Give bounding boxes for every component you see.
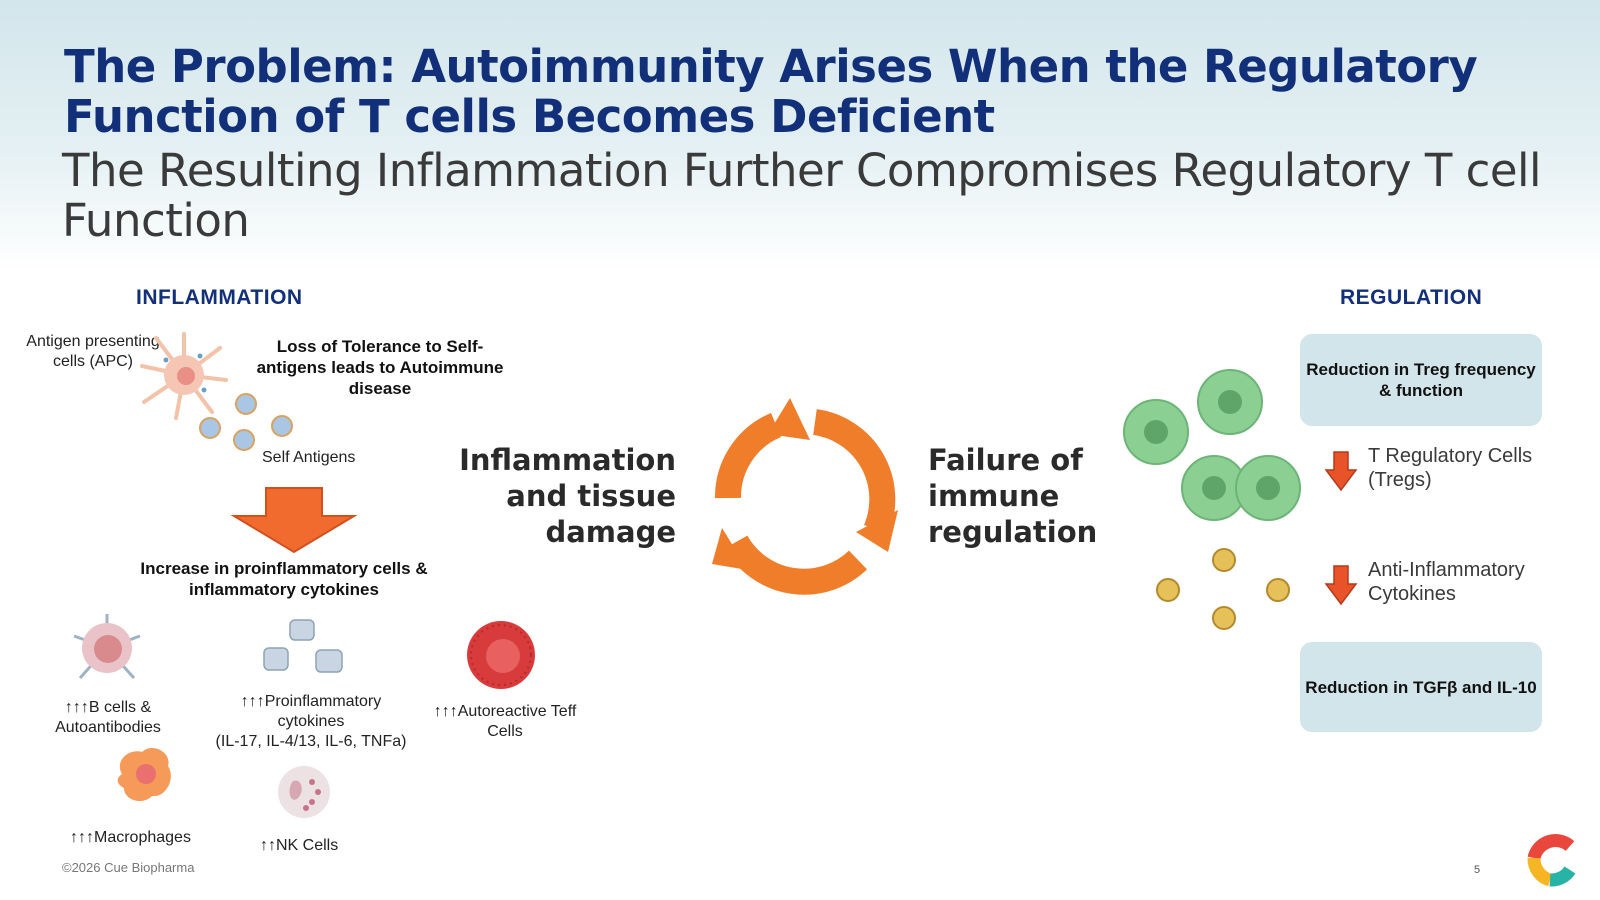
nk-cells-label: ↑↑NK Cells — [260, 837, 339, 854]
b-cell-icon — [73, 614, 141, 680]
cytokines-list: (IL-17, IL-4/13, IL-6, TNFa) — [215, 733, 407, 750]
self-antigen-icon — [199, 393, 293, 451]
teff-cell-icon — [467, 621, 535, 689]
cytokines-label: ↑↑↑Proinflammatory cytokines — [240, 693, 382, 730]
b-cells-label: ↑↑↑B cells & Autoantibodies — [55, 699, 161, 736]
self-antigens-label: Self Antigens — [262, 449, 356, 466]
increase-text: Increase in proinflammatory cells & infl… — [140, 559, 428, 599]
teff-label: ↑↑↑Autoreactive Teff Cells — [433, 703, 577, 740]
footer-copyright: ©2026 Cue Biopharma — [62, 860, 195, 875]
page-number: 5 — [1474, 864, 1481, 876]
header-background — [0, 0, 1600, 270]
inflammation-label: INFLAMMATION — [136, 286, 303, 309]
tolerance-text: Loss of Tolerance to Self-antigens leads… — [256, 337, 504, 398]
cytokine-icon — [263, 619, 343, 673]
apc-label: Antigen presenting cells (APC) — [26, 333, 160, 370]
cycle-arrows-icon — [712, 398, 898, 595]
apc-cell-icon — [140, 332, 228, 420]
treg-reduction-box: Reduction in Treg frequency & function — [1300, 334, 1542, 426]
cytokine-down-arrow-icon — [1324, 565, 1358, 606]
down-arrow-icon — [230, 487, 358, 554]
cycle-right-text: Failure of immune regulation — [928, 443, 1098, 549]
cytokine-text: Anti-Inflammatory Cytokines — [1368, 559, 1525, 605]
nk-cell-icon — [278, 766, 330, 818]
treg-down-arrow-icon — [1324, 451, 1358, 492]
anti-inflammatory-cytokine-icon — [1156, 548, 1290, 630]
treg-text: T Regulatory Cells (Tregs) — [1368, 445, 1533, 491]
page-subtitle: The Resulting Inflammation Further Compr… — [62, 144, 1542, 247]
regulation-label: REGULATION — [1340, 286, 1483, 309]
company-logo-icon — [1527, 834, 1576, 887]
cycle-left-text: Inflammation and tissue damage — [459, 443, 676, 549]
macrophage-icon — [117, 747, 171, 802]
page-title: The Problem: Autoimmunity Arises When th… — [64, 40, 1478, 143]
macrophages-label: ↑↑↑Macrophages — [70, 829, 191, 846]
treg-cells-icon — [1123, 369, 1301, 521]
tgf-reduction-box: Reduction in TGFβ and IL-10 — [1300, 642, 1542, 732]
